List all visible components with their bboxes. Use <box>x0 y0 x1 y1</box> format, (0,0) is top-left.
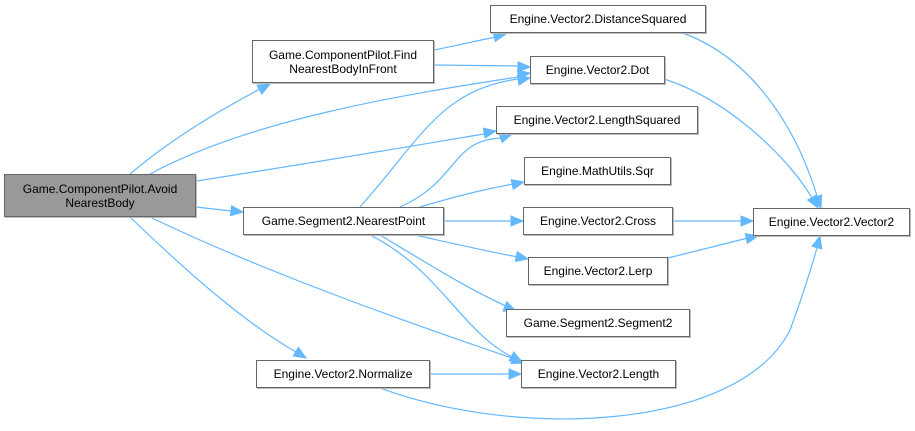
edge-avoid-to-length <box>149 216 513 359</box>
node-lerp[interactable]: Engine.Vector2.Lerp <box>528 257 668 285</box>
node-distance-squared[interactable]: Engine.Vector2.DistanceSquared <box>490 5 706 33</box>
node-cross[interactable]: Engine.Vector2.Cross <box>523 207 673 235</box>
arrowhead-icon <box>508 351 524 363</box>
arrowhead-icon <box>516 74 532 86</box>
arrowhead-icon <box>482 127 498 139</box>
edge-nearest-to-dot <box>359 78 519 208</box>
arrowhead-icon <box>806 194 819 210</box>
arrowhead-icon <box>492 30 508 43</box>
node-mathutils-sqr[interactable]: Engine.MathUtils.Sqr <box>524 157 671 185</box>
node-segment2-ctor[interactable]: Game.Segment2.Segment2 <box>506 309 690 337</box>
arrowhead-icon <box>508 368 523 380</box>
arrowhead-icon <box>510 178 526 191</box>
edge-nearest-to-length <box>369 234 513 358</box>
arrowhead-icon <box>811 234 823 250</box>
edge-lerp-to-vec2 <box>667 237 749 259</box>
node-normalize[interactable]: Engine.Vector2.Normalize <box>256 360 430 388</box>
edge-avoid-to-find <box>129 87 263 175</box>
node-length[interactable]: Engine.Vector2.Length <box>521 360 676 388</box>
edge-avoid-to-lensq <box>195 133 485 182</box>
edge-find-to-distsq <box>433 36 497 51</box>
node-dot[interactable]: Engine.Vector2.Dot <box>530 56 665 84</box>
arrowhead-icon <box>517 61 532 73</box>
node-find-nearest-body-in-front[interactable]: Game.ComponentPilot.Find NearestBodyInFr… <box>252 40 434 83</box>
arrowhead-icon <box>744 232 760 245</box>
edge-dot-to-vec2 <box>663 78 813 199</box>
arrowhead-icon <box>740 215 755 227</box>
node-nearest-point[interactable]: Game.Segment2.NearestPoint <box>243 207 444 235</box>
arrowhead-icon <box>256 83 272 95</box>
arrowhead-icon <box>498 132 514 144</box>
edge-avoid-to-dot <box>149 76 519 175</box>
edge-avoid-to-normalize <box>129 216 297 353</box>
node-avoid-nearest-body[interactable]: Game.ComponentPilot.Avoid NearestBody <box>4 174 196 217</box>
arrowhead-icon <box>292 346 308 359</box>
edge-nearest-to-sqr <box>419 183 515 208</box>
edge-find-to-dot <box>433 64 519 67</box>
edge-nearest-to-seg2 <box>379 234 509 308</box>
node-vector2-ctor[interactable]: Engine.Vector2.Vector2 <box>753 208 910 236</box>
edge-avoid-to-nearest <box>195 206 232 212</box>
edge-nearest-to-lensq <box>399 137 503 208</box>
arrowhead-icon <box>229 204 245 217</box>
edge-distsq-to-vec2 <box>679 31 818 197</box>
edge-nearest-to-lerp <box>414 234 519 258</box>
arrowhead-icon <box>510 215 525 227</box>
arrowhead-icon <box>514 250 530 263</box>
node-length-squared[interactable]: Engine.Vector2.LengthSquared <box>496 106 698 134</box>
edge-normalize-to-vec2 <box>379 247 818 420</box>
